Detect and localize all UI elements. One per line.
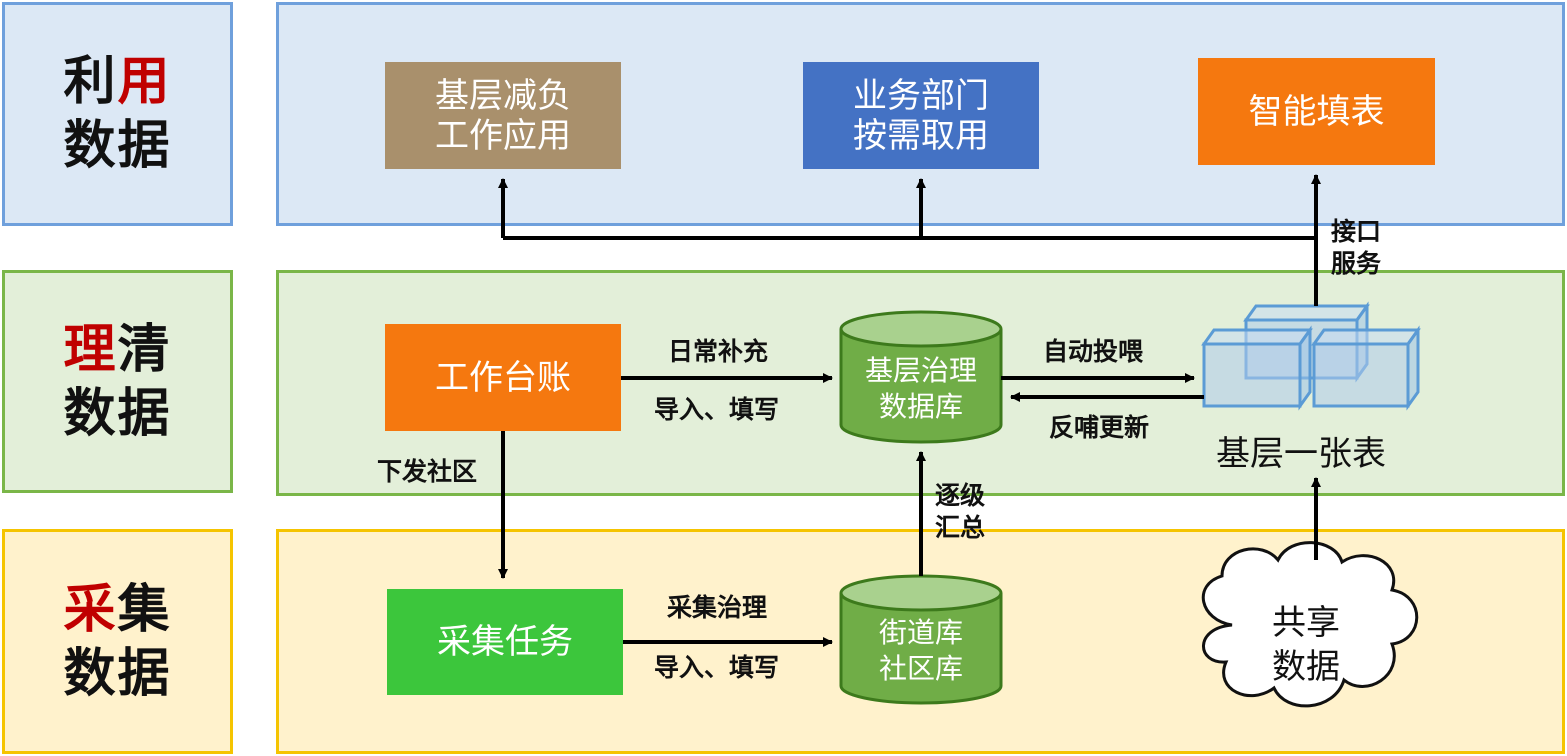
collect-label-line2: 数据 — [63, 643, 172, 704]
shared-line1: 共享 — [1272, 603, 1340, 643]
shared-line2: 数据 — [1272, 647, 1340, 687]
collect-label-char2: 集 — [117, 579, 172, 640]
ledger-label: 工作台账 — [435, 357, 571, 398]
use-label-band — [2, 2, 233, 226]
api-line1: 接口 — [1331, 217, 1382, 246]
collect-label-char1: 采 — [63, 579, 118, 640]
task-box: 采集任务 — [387, 589, 623, 695]
collect-data-label: 采集 数据 — [2, 529, 233, 754]
edge-label-auto-feed: 自动投喂 — [1043, 337, 1144, 366]
street-database-icon — [839, 574, 1003, 705]
edge-label-dispatch: 下发社区 — [377, 457, 478, 486]
api-line2: 服务 — [1331, 249, 1382, 278]
edge-label-feedback: 反哺更新 — [1049, 413, 1150, 442]
cube-right — [1311, 325, 1421, 411]
edge-label-summary: 逐级 汇总 — [935, 480, 985, 544]
edge-label-api-service: 接口 服务 — [1331, 216, 1381, 280]
use-label-char2: 用 — [117, 52, 172, 112]
gov-db-label: 基层治理 数据库 — [841, 346, 1001, 432]
app-reduce-line1: 基层减负 — [435, 75, 571, 116]
app-reduce-line2: 工作应用 — [435, 115, 571, 156]
task-label: 采集任务 — [437, 622, 573, 662]
clean-label-char1: 理 — [63, 319, 118, 380]
summary-line2: 汇总 — [935, 513, 986, 542]
one-table-cubes-icon — [1201, 301, 1421, 411]
collect-label-band — [2, 529, 233, 754]
ledger-box: 工作台账 — [385, 324, 621, 431]
clean-label-line2: 数据 — [63, 383, 172, 444]
api-distribution-connector — [498, 174, 1321, 306]
use-label-char1: 利 — [63, 52, 118, 112]
app-dept-line1: 业务部门 — [853, 75, 989, 116]
edge-label-import1: 导入、填写 — [654, 395, 780, 424]
edge-label-collect-gov: 采集治理 — [667, 593, 768, 622]
shared-data-cloud-icon — [1201, 541, 1419, 708]
gov-db-line1: 基层治理 — [864, 354, 977, 387]
summary-line1: 逐级 — [935, 481, 986, 510]
use-data-label: 利用 数据 — [2, 2, 233, 226]
shared-data-label: 共享 数据 — [1226, 600, 1386, 690]
app-box-department: 业务部门 按需取用 — [803, 62, 1039, 169]
app-fill-line1: 智能填表 — [1248, 91, 1385, 132]
edge-label-import2: 导入、填写 — [654, 653, 780, 682]
gov-database-icon — [839, 310, 1003, 444]
cube-left — [1201, 325, 1313, 411]
gov-db-line2: 数据库 — [878, 390, 963, 423]
clean-label-char2: 清 — [117, 319, 172, 380]
one-table-label: 基层一张表 — [1216, 434, 1386, 474]
street-db-line1: 街道库 — [878, 616, 963, 649]
app-box-burden-reduction: 基层减负 工作应用 — [385, 62, 621, 169]
use-label-line2: 数据 — [63, 116, 172, 176]
clean-data-label: 理清 数据 — [2, 270, 233, 493]
street-db-line2: 社区库 — [878, 652, 963, 685]
edge-label-daily: 日常补充 — [668, 337, 769, 366]
app-box-smart-fill: 智能填表 — [1198, 58, 1435, 165]
street-db-label: 街道库 社区库 — [841, 609, 1001, 693]
clean-label-band — [2, 270, 233, 493]
app-dept-line2: 按需取用 — [853, 115, 989, 156]
